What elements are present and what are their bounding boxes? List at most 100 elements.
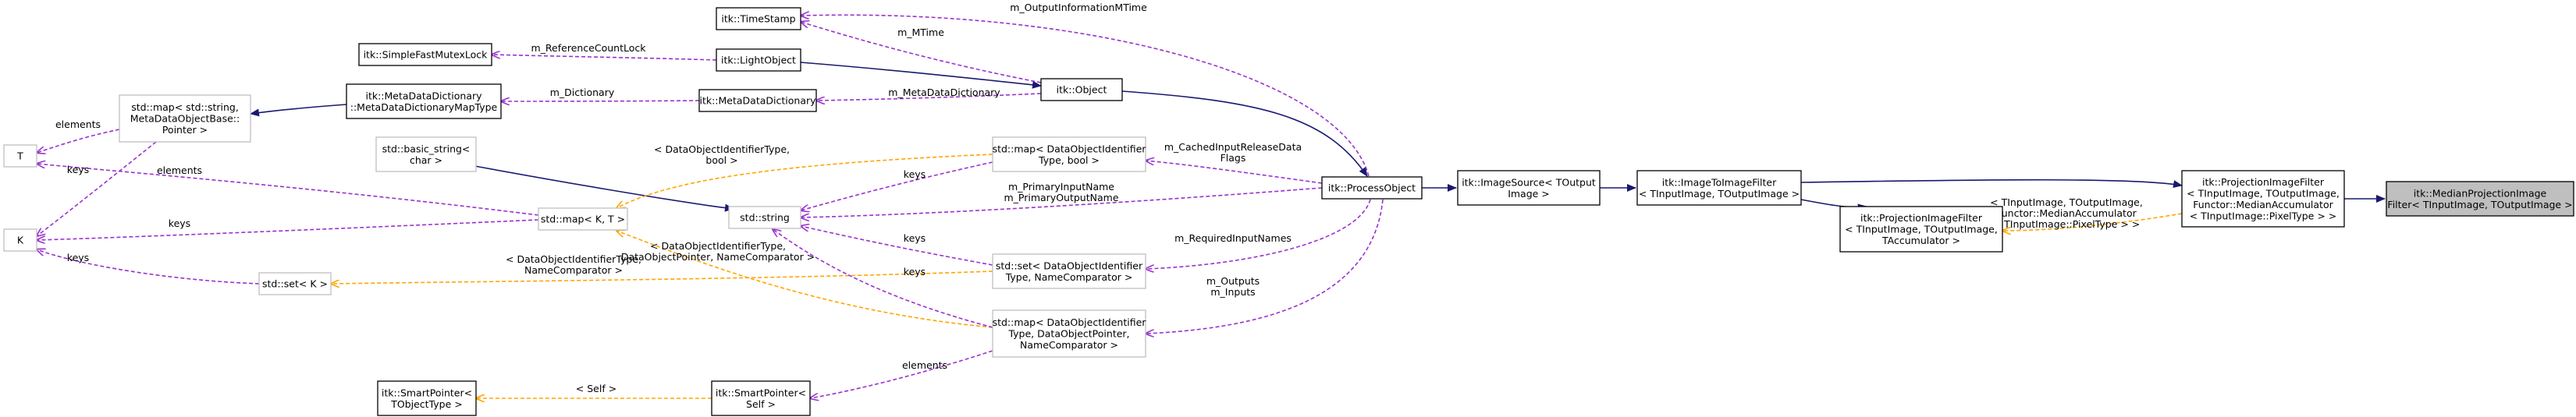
edge-inherit-image-to-image-to-projection-median: [1800, 178, 2183, 188]
node-label-line: std::string: [740, 212, 790, 224]
node-box: [992, 309, 1146, 358]
edge-usage-set-ident-to-process-object: [1146, 199, 1371, 269]
edge-usage-std-set-K-to-K: [37, 249, 260, 284]
edge-usage-set-ident-to-std-string: [801, 226, 993, 266]
class-node-std-map-KT[interactable]: std::map< K, T >: [538, 207, 628, 231]
node-label-line: itk::SmartPointer<: [716, 387, 806, 398]
node-box: [1457, 170, 1601, 206]
edge-label-line: m_ReferenceCountLock: [531, 42, 647, 54]
node-label-line: Self >: [746, 398, 776, 410]
edge-inherit-meta-dict-map-type-to-std-map-meta: [250, 104, 347, 117]
node-label-line: itk::Object: [1057, 84, 1107, 96]
class-node-projection-generic[interactable]: itk::ProjectionImageFilter< TInputImage,…: [1839, 206, 2003, 253]
node-label-line: TAccumulator >: [1881, 235, 1960, 246]
edge-label-line: elements: [902, 359, 947, 371]
edge-label-std-map-meta-to-K: keys: [67, 164, 89, 175]
edge-label-map-ident-ptr-to-std-map-KT: < DataObjectIdentifierType,DataObjectPoi…: [621, 240, 815, 263]
edge-usage-map-ident-ptr-to-process-object: [1146, 199, 1384, 334]
class-node-process-object[interactable]: itk::ProcessObject: [1321, 176, 1423, 200]
class-node-map-bool[interactable]: std::map< DataObjectIdentifierType, bool…: [992, 136, 1147, 172]
edge-usage-map-ident-ptr-to-std-string: [773, 229, 993, 328]
edge-usage-mutex-lock-to-light-object: [492, 55, 717, 61]
node-label-line: itk::LightObject: [721, 55, 796, 66]
edge-label-line: m_PrimaryOutputName: [1004, 192, 1118, 203]
edge-label-meta-dict-to-object: m_MetaDataDictionary: [888, 87, 1000, 98]
edge-label-line: m_PrimaryInputName: [1008, 181, 1114, 193]
node-box: [377, 380, 477, 416]
node-label-line: Type, bool >: [1038, 154, 1100, 166]
node-label-line: NameComparator >: [1020, 339, 1118, 351]
edge-inherit-image-to-image-to-projection-generic: [1800, 199, 1867, 212]
node-label-line: itk::ImageToImageFilter: [1662, 176, 1777, 188]
class-node-light-object[interactable]: itk::LightObject: [716, 48, 801, 72]
node-label-line: MetaDataObjectBase::: [130, 113, 240, 125]
edge-label-map-ident-ptr-to-std-string: keys: [904, 266, 926, 277]
class-node-time-stamp[interactable]: itk::TimeStamp: [716, 7, 801, 30]
edge-label-std-map-KT-to-K: keys: [169, 217, 190, 229]
edge-label-std-set-K-to-K: keys: [67, 252, 89, 263]
edge-label-line: < TInputImage, TOutputImage,: [1990, 196, 2143, 208]
edge-label-line: Flags: [1220, 152, 1246, 164]
node-box: [3, 144, 37, 168]
edge-label-line: m_Inputs: [1210, 286, 1255, 298]
node-label-line: < TInputImage, TOutputImage,: [2187, 187, 2340, 199]
edge-usage-time-stamp-to-object: [801, 22, 1042, 83]
node-box: [2386, 181, 2574, 217]
class-node-K[interactable]: K: [3, 228, 37, 252]
edge-label-line: m_RequiredInputNames: [1174, 232, 1292, 244]
node-label-line: itk::ProcessObject: [1328, 182, 1416, 194]
node-label-line: std::basic_string<: [382, 143, 471, 154]
class-node-std-map-meta[interactable]: std::map< std::string,MetaDataObjectBase…: [119, 94, 251, 143]
class-node-map-ident-ptr[interactable]: std::map< DataObjectIdentifierType, Data…: [992, 309, 1147, 358]
node-box: [3, 228, 37, 252]
node-label-line: Pointer >: [162, 124, 208, 136]
class-node-smart-ptr-self[interactable]: itk::SmartPointer<Self >: [711, 380, 811, 416]
class-node-projection-median[interactable]: itk::ProjectionImageFilter< TInputImage,…: [2181, 170, 2345, 228]
node-label-line: std::map< K, T >: [541, 214, 625, 225]
class-node-object[interactable]: itk::Object: [1040, 78, 1123, 101]
class-node-image-to-image[interactable]: itk::ImageToImageFilter< TInputImage, TO…: [1636, 170, 1802, 206]
class-node-set-ident[interactable]: std::set< DataObjectIdentifierType, Name…: [992, 253, 1146, 289]
edge-label-map-bool-to-std-string: keys: [904, 168, 926, 180]
node-label-line: Image >: [1508, 188, 1550, 200]
edge-label-projection-generic-to-projection-median: < TInputImage, TOutputImage,Functor::Med…: [1990, 196, 2143, 230]
class-node-std-set-K[interactable]: std::set< K >: [258, 272, 332, 295]
node-box: [346, 83, 502, 119]
class-node-T[interactable]: T: [3, 144, 37, 168]
edge-label-line: keys: [169, 217, 190, 229]
node-box: [992, 136, 1146, 172]
edge-label-line: elements: [55, 118, 101, 130]
edge-template-map-ident-ptr-to-std-map-KT: [616, 231, 993, 328]
class-node-mutex-lock[interactable]: itk::SimpleFastMutexLock: [358, 43, 492, 66]
class-node-smart-ptr-tobj[interactable]: itk::SmartPointer<TObjectType >: [377, 380, 477, 416]
edge-label-line: Functor::MedianAccumulator: [1996, 207, 2137, 219]
edge-usage-std-map-KT-to-K: [37, 219, 539, 240]
node-box: [1321, 176, 1423, 200]
edge-label-std-map-KT-to-T: elements: [157, 164, 202, 176]
node-label-line: Type, DataObjectPointer,: [1007, 328, 1129, 340]
edge-usage-meta-dict-to-object: [816, 93, 1042, 101]
edge-label-line: < DataObjectIdentifierType,: [506, 253, 641, 265]
class-node-meta-dict[interactable]: itk::MetaDataDictionary: [698, 89, 817, 112]
node-box: [716, 48, 801, 72]
edge-label-line: m_CachedInputReleaseData: [1164, 141, 1302, 153]
edge-label-line: keys: [904, 168, 926, 180]
edge-label-smart-ptr-tobj-to-smart-ptr-self: < Self >: [576, 383, 616, 394]
class-node-image-source[interactable]: itk::ImageSource< TOutputImage >: [1457, 170, 1601, 206]
edge-label-line: m_MetaDataDictionary: [888, 87, 1000, 98]
edge-label-line: < Self >: [576, 383, 616, 394]
edge-label-set-ident-to-process-object: m_RequiredInputNames: [1174, 232, 1292, 244]
edge-usage-map-bool-to-process-object: [1146, 161, 1323, 184]
class-node-meta-dict-map-type[interactable]: itk::MetaDataDictionary::MetaDataDiction…: [346, 83, 502, 119]
class-node-std-string[interactable]: std::string: [728, 206, 801, 229]
class-node-basic-string[interactable]: std::basic_string<char >: [375, 136, 477, 172]
edge-label-line: m_MTime: [897, 27, 944, 38]
edge-label-line: NameComparator >: [524, 264, 623, 276]
edge-inherit-basic-string-to-std-string: [461, 163, 734, 212]
node-box: [2181, 170, 2345, 228]
